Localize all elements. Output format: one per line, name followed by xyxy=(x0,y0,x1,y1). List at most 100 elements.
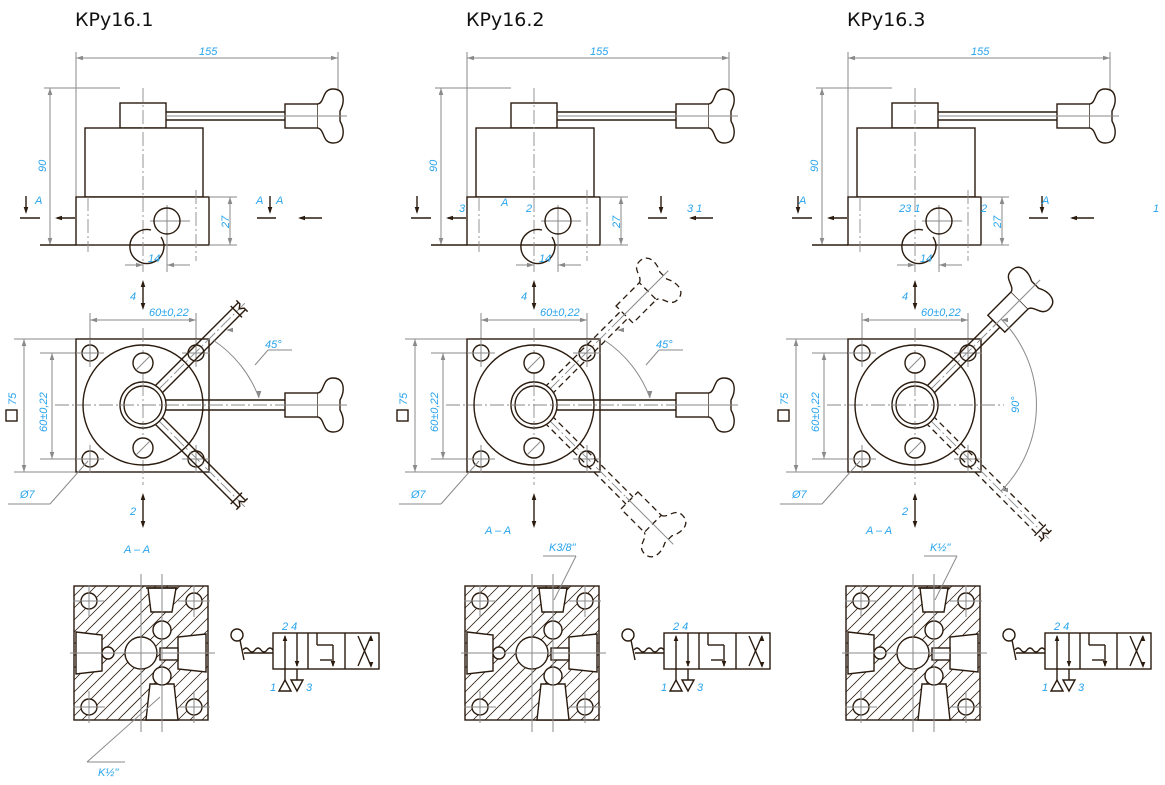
flange-circle xyxy=(854,344,976,466)
symbol-outputs: 2 4 xyxy=(281,621,297,633)
front-view-label: A xyxy=(1041,195,1049,207)
line xyxy=(526,440,542,456)
arrowhead xyxy=(689,215,696,221)
arrowhead xyxy=(227,197,233,204)
break-line xyxy=(1034,524,1047,537)
dim-hole-spacing-v: 60±0,22 xyxy=(429,392,441,432)
manual-knob-symbol xyxy=(621,628,635,642)
front-view-label: 23 1 xyxy=(898,203,920,215)
hatch xyxy=(845,585,857,597)
arrowhead xyxy=(673,635,679,641)
handle-axis xyxy=(620,270,669,319)
arrowhead xyxy=(793,465,799,472)
arrowhead xyxy=(527,262,534,268)
arrowhead xyxy=(617,327,624,333)
hatch xyxy=(592,713,600,721)
dim-base: 27 xyxy=(611,215,623,229)
arrowhead xyxy=(1001,317,1008,323)
angle-arc xyxy=(603,339,651,399)
arrowhead xyxy=(658,207,664,214)
arrowhead xyxy=(331,55,338,61)
spring-symbol xyxy=(242,647,274,653)
handle-rod xyxy=(932,326,1001,395)
section-label: A – A xyxy=(484,525,511,537)
arrowhead xyxy=(438,238,444,245)
arrowhead xyxy=(21,465,27,472)
port-label-4: 4 xyxy=(902,291,908,303)
front-view-label: A xyxy=(500,197,508,209)
handle-rod xyxy=(153,422,239,509)
front-view-label: A xyxy=(34,195,42,207)
arrowhead xyxy=(793,339,799,346)
valve-box xyxy=(272,632,380,670)
leader xyxy=(49,460,89,505)
handle-rod xyxy=(932,415,1050,533)
dim-hole-dia: Ø7 xyxy=(19,489,36,501)
dim-base: 27 xyxy=(992,215,1004,229)
symbol-exhaust: 3 xyxy=(306,682,313,694)
supply-symbol xyxy=(277,678,293,692)
spring-symbol xyxy=(633,647,665,653)
exhaust-symbol xyxy=(289,679,305,693)
lever-handle xyxy=(142,299,249,406)
break-line xyxy=(235,497,249,511)
arrowhead xyxy=(227,238,233,245)
arrowhead xyxy=(912,521,918,528)
arrowhead xyxy=(795,207,801,214)
front-view-label: 1 xyxy=(1153,203,1159,215)
thread-label: K3/8" xyxy=(549,542,577,554)
arrowhead xyxy=(49,452,55,459)
front-view-label: 2 xyxy=(525,203,532,215)
arrowhead xyxy=(368,662,374,668)
handle-centerline xyxy=(533,314,625,406)
thread-label: K½" xyxy=(930,542,952,554)
dim-overall: 155 xyxy=(199,46,218,58)
hatch xyxy=(201,713,209,721)
panel-title: КРу16.1 xyxy=(75,9,154,31)
arrowhead xyxy=(821,353,827,360)
front-view-label: A xyxy=(798,195,806,207)
dim-overall: 155 xyxy=(590,46,609,58)
channel xyxy=(931,647,951,661)
arrowhead xyxy=(136,262,143,268)
arrowhead xyxy=(23,207,29,214)
angle-arc xyxy=(1000,318,1037,492)
port-hole xyxy=(153,207,181,235)
lever-handle xyxy=(534,377,738,433)
thread-arc xyxy=(520,228,556,265)
front-view-label: A xyxy=(255,195,263,207)
arrowhead xyxy=(531,280,537,287)
exhaust-symbol xyxy=(680,679,696,693)
front-view-label: 2 xyxy=(980,203,987,215)
arrowhead xyxy=(140,521,146,528)
symbol-supply: 1 xyxy=(661,682,667,694)
arrowhead xyxy=(999,238,1005,245)
arrowhead xyxy=(282,635,288,641)
handle-rod xyxy=(153,301,239,388)
line xyxy=(239,639,245,661)
arrowhead xyxy=(294,661,300,667)
lever-handle xyxy=(914,266,1054,406)
thread-arc xyxy=(129,228,165,265)
exhaust-symbol xyxy=(1061,679,1077,693)
arrowhead xyxy=(21,339,27,346)
valve-box xyxy=(663,632,771,670)
arrowhead xyxy=(167,262,174,268)
hatch xyxy=(73,585,85,597)
supply-symbol xyxy=(668,678,684,692)
arrowhead xyxy=(298,215,305,221)
handle-centerline xyxy=(142,302,246,406)
arrowhead xyxy=(531,521,537,528)
section-view xyxy=(461,574,606,732)
dim-height: 90 xyxy=(37,159,49,172)
section-view xyxy=(842,574,987,732)
arrowhead xyxy=(759,635,765,641)
break-line xyxy=(1039,529,1052,542)
dim-hole-dia: Ø7 xyxy=(791,489,808,501)
arrowhead xyxy=(618,197,624,204)
